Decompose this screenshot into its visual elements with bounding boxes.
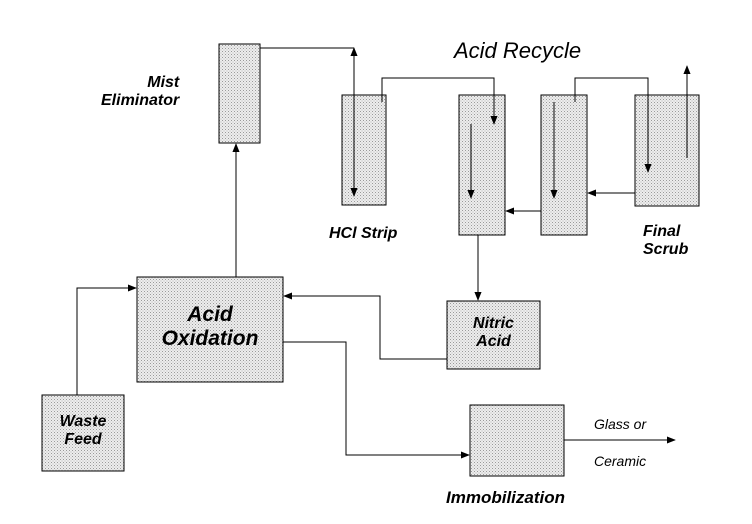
- final-scrub-column: [634, 94, 700, 207]
- acid-recycle-title: Acid Recycle: [454, 38, 582, 63]
- hcl-strip-label: HCl Strip: [329, 225, 398, 242]
- hcl-strip-column: [341, 94, 387, 206]
- glass-or-label: Glass or: [594, 416, 647, 432]
- nitric-acid-label: Nitric Acid: [473, 315, 514, 351]
- flow-oxidation-to-immobilization: [283, 341, 470, 459]
- immobilization-box: [469, 404, 565, 477]
- immobilization-label: Immobilization: [446, 488, 565, 507]
- scrub-column-2: [458, 94, 506, 236]
- flow-recycle-hcl-to-col2: [381, 77, 498, 125]
- acid-oxidation-label: Acid Oxidation: [161, 303, 259, 351]
- flow-recycle-top-col3: [574, 77, 652, 173]
- nitric-acid-box: [446, 300, 541, 370]
- acid-oxidation-box: [136, 276, 284, 383]
- mist-eliminator-box: [218, 43, 261, 144]
- flow-waste-to-oxidation: [76, 284, 137, 395]
- ceramic-label: Ceramic: [594, 453, 647, 469]
- flow-nitric-to-oxidation: [283, 292, 447, 360]
- mist-eliminator-label: Mist Eliminator: [101, 74, 180, 110]
- waste-feed-label: Waste Feed: [59, 413, 107, 449]
- waste-feed-box: [41, 394, 125, 472]
- final-scrub-label: Final Scrub: [643, 223, 689, 259]
- scrub-column-3: [540, 94, 588, 236]
